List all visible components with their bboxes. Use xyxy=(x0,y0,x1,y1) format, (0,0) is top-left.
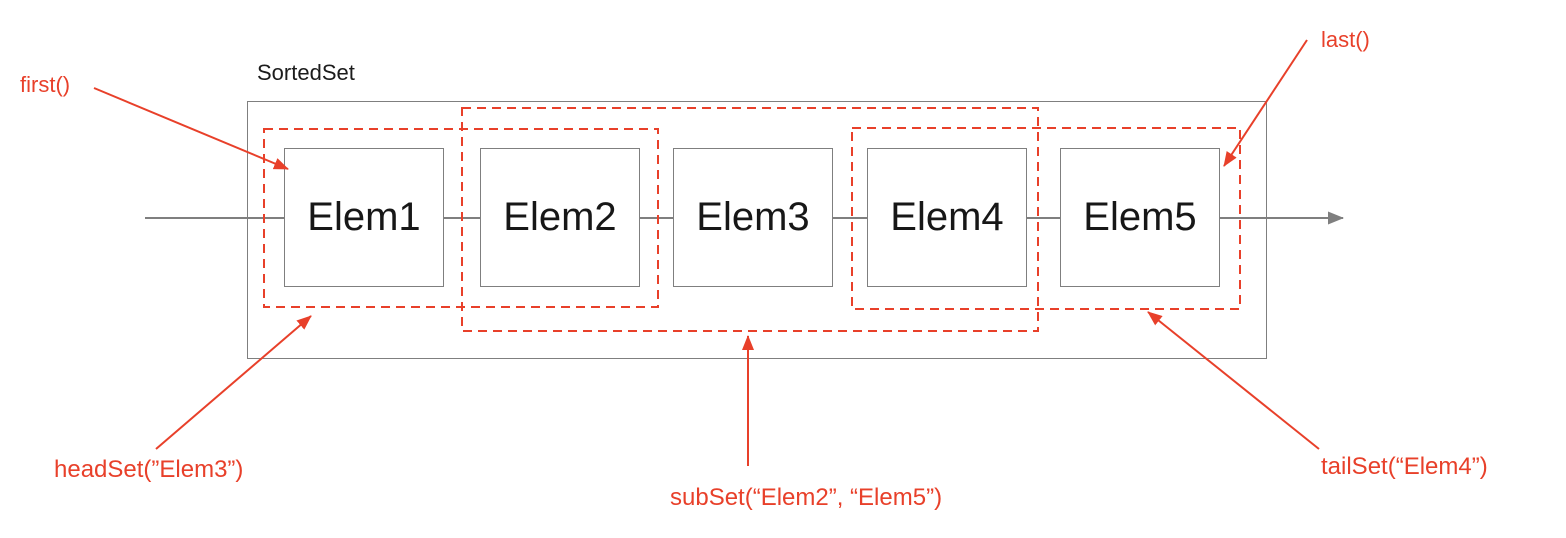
element-box-elem2: Elem2 xyxy=(480,148,640,287)
first-method-label: first() xyxy=(20,72,71,97)
element-box-elem4: Elem4 xyxy=(867,148,1027,287)
sortedset-container-box xyxy=(247,101,1267,359)
element-label: Elem4 xyxy=(890,195,1004,239)
element-label: Elem5 xyxy=(1083,195,1197,239)
element-box-elem3: Elem3 xyxy=(673,148,833,287)
element-label: Elem2 xyxy=(503,195,617,239)
sortedset-title: SortedSet xyxy=(257,60,355,85)
element-label: Elem1 xyxy=(307,195,421,239)
element-label: Elem3 xyxy=(696,195,810,239)
headset-method-label: headSet(”Elem3”) xyxy=(54,456,244,483)
subset-method-label: subSet(“Elem2”, “Elem5”) xyxy=(670,484,943,511)
last-method-label: last() xyxy=(1321,27,1370,52)
tailset-method-label: tailSet(“Elem4”) xyxy=(1321,453,1488,480)
element-box-elem5: Elem5 xyxy=(1060,148,1220,287)
element-box-elem1: Elem1 xyxy=(284,148,444,287)
